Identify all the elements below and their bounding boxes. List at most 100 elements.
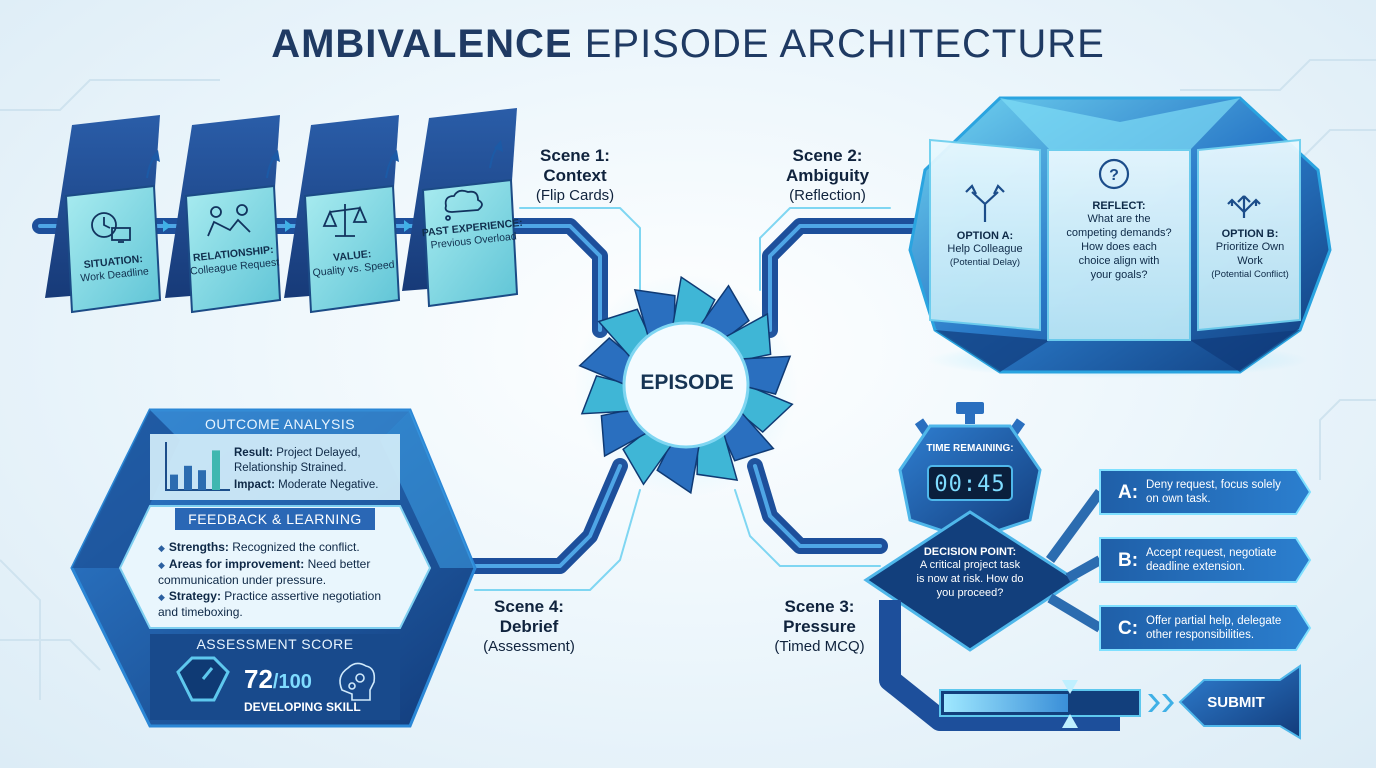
bullet-icon: ◆ bbox=[158, 592, 165, 602]
scene-2-sub: (Reflection) bbox=[789, 187, 866, 204]
feedback-areas: ◆Areas for improvement: Need better comm… bbox=[158, 557, 418, 588]
split-arrow-icon bbox=[965, 184, 1005, 222]
option-b-line-1: Accept request, negotiate bbox=[1146, 547, 1277, 559]
impact-value: Moderate Negative. bbox=[278, 479, 379, 491]
option-b-button[interactable]: B: Accept request, negotiate deadline ex… bbox=[1100, 538, 1310, 582]
scene-4-title: Debrief bbox=[499, 617, 559, 636]
feedback-learning-title: FEEDBACK & LEARNING bbox=[188, 511, 362, 527]
assessment-score: 72/100 bbox=[244, 664, 312, 695]
thought-cloud-icon bbox=[444, 189, 483, 221]
scene-1-title: Context bbox=[543, 166, 607, 185]
strategy-value-2: and timeboxing. bbox=[158, 605, 243, 619]
option-a-letter: A: bbox=[1118, 482, 1139, 503]
question-icon bbox=[1098, 158, 1130, 190]
decision-line-1: A critical project task bbox=[919, 559, 1021, 571]
score-max: /100 bbox=[272, 671, 312, 693]
option-b-panel: OPTION B: Prioritize Own Work (Potential… bbox=[1198, 228, 1302, 281]
option-c-line-1: Offer partial help, delegate bbox=[1146, 615, 1282, 627]
scene-3-title: Pressure bbox=[783, 617, 856, 636]
reflect-line-4: choice align with bbox=[1078, 255, 1160, 267]
handshake-icon bbox=[207, 204, 251, 237]
option-b-text: Accept request, negotiate deadline exten… bbox=[1146, 546, 1306, 574]
feedback-strengths: ◆Strengths: Recognized the conflict. bbox=[158, 540, 413, 556]
scene-3-name: Scene 3: bbox=[784, 597, 855, 616]
assessment-score-title: ASSESSMENT SCORE bbox=[196, 636, 354, 652]
context-card-2 bbox=[165, 115, 282, 314]
option-a-head: OPTION A: bbox=[956, 230, 1014, 242]
areas-value-2: communication under pressure. bbox=[158, 573, 327, 587]
mini-chart-bar bbox=[184, 465, 192, 490]
scene-2-name: Scene 2: bbox=[792, 146, 863, 165]
option-a-line: Help Colleague bbox=[947, 243, 1023, 255]
context-card-1 bbox=[45, 115, 162, 314]
context-card-4 bbox=[402, 108, 519, 308]
submit-button[interactable]: SUBMIT bbox=[1207, 694, 1265, 711]
option-a-button[interactable]: A: Deny request, focus solely on own tas… bbox=[1100, 470, 1310, 514]
scene-3-sub: (Timed MCQ) bbox=[774, 638, 865, 655]
score-value: 72 bbox=[244, 664, 273, 694]
outcome-analysis-title: OUTCOME ANALYSIS bbox=[204, 416, 356, 432]
flip-cards bbox=[45, 108, 519, 314]
scene-4-name: Scene 4: bbox=[494, 597, 564, 616]
option-a-text: Deny request, focus solely on own task. bbox=[1146, 478, 1306, 506]
scales-icon bbox=[322, 204, 368, 237]
reflect-panel: REFLECT: What are the competing demands?… bbox=[1050, 200, 1188, 282]
episode-hub bbox=[574, 273, 798, 497]
title-light: EPISODE ARCHITECTURE bbox=[584, 22, 1105, 66]
option-a-line-2: on own task. bbox=[1146, 493, 1211, 505]
option-b-line-1: Prioritize Own bbox=[1215, 241, 1285, 253]
title-bold: AMBIVALENCE bbox=[271, 22, 573, 66]
result-value-2: Relationship Strained. bbox=[234, 462, 347, 474]
option-a-note: (Potential Delay) bbox=[949, 257, 1021, 268]
fork-arrows-icon bbox=[1227, 195, 1261, 218]
areas-value: Need better bbox=[307, 557, 371, 571]
decision-line-3: you proceed? bbox=[936, 587, 1004, 599]
outcome-impact: Impact: Moderate Negative. bbox=[234, 478, 404, 493]
scene-2-title: Ambiguity bbox=[785, 166, 870, 185]
timer-value: 00:45 bbox=[934, 472, 1006, 497]
brain-gears-icon bbox=[339, 662, 376, 701]
background-circuit-lines bbox=[0, 59, 1376, 700]
decision-head: DECISION POINT: bbox=[923, 546, 1017, 558]
option-b-head: OPTION B: bbox=[1221, 228, 1279, 240]
strengths-value: Recognized the conflict. bbox=[232, 540, 360, 554]
strengths-label: Strengths: bbox=[168, 540, 229, 554]
outcome-mini-chart bbox=[165, 442, 230, 491]
conveyor-arrows bbox=[163, 220, 412, 232]
reflect-line-3: How does each bbox=[1081, 241, 1157, 253]
result-label: Result: bbox=[234, 447, 273, 459]
reflect-line-2: competing demands? bbox=[1066, 227, 1172, 239]
mini-chart-bar bbox=[170, 474, 178, 490]
option-a-line-1: Deny request, focus solely bbox=[1146, 479, 1281, 491]
decision-point: DECISION POINT: A critical project task … bbox=[900, 546, 1040, 600]
mini-chart-bar bbox=[198, 470, 206, 490]
option-b-line-2: deadline extension. bbox=[1146, 561, 1246, 573]
gauge-needle-icon bbox=[201, 667, 214, 680]
scene-1-label: Scene 1: Context (Flip Cards) bbox=[520, 146, 630, 205]
outcome-result: Result: Project Delayed, Relationship St… bbox=[234, 446, 404, 476]
context-card-3 bbox=[284, 115, 401, 314]
option-b-letter: B: bbox=[1118, 550, 1139, 571]
areas-label: Areas for improvement: bbox=[168, 557, 305, 571]
decision-line-2: is now at risk. How do bbox=[916, 573, 1024, 585]
mini-chart-bar bbox=[212, 450, 220, 490]
bullet-icon: ◆ bbox=[158, 543, 165, 553]
result-value: Project Delayed, bbox=[276, 447, 361, 459]
reflect-line-5: your goals? bbox=[1090, 269, 1148, 281]
pressure-structure bbox=[863, 402, 1312, 740]
scene-3-label: Scene 3: Pressure (Timed MCQ) bbox=[762, 597, 877, 656]
option-c-button[interactable]: C: Offer partial help, delegate other re… bbox=[1100, 606, 1310, 650]
svg-text:?: ? bbox=[1109, 167, 1119, 184]
episode-label: EPISODE bbox=[640, 371, 734, 394]
bullet-icon: ◆ bbox=[158, 560, 165, 570]
strategy-value: Practice assertive negotiation bbox=[224, 589, 382, 603]
ambiguity-gem bbox=[908, 96, 1332, 378]
strategy-label: Strategy: bbox=[168, 589, 221, 603]
scene-4-label: Scene 4: Debrief (Assessment) bbox=[474, 597, 584, 656]
scene-1-sub: (Flip Cards) bbox=[535, 187, 615, 204]
option-a-panel: OPTION A: Help Colleague (Potential Dela… bbox=[935, 230, 1035, 269]
score-level: DEVELOPING SKILL bbox=[244, 700, 361, 714]
episode-core bbox=[622, 321, 750, 449]
timer-label: TIME REMAINING: bbox=[926, 443, 1014, 454]
